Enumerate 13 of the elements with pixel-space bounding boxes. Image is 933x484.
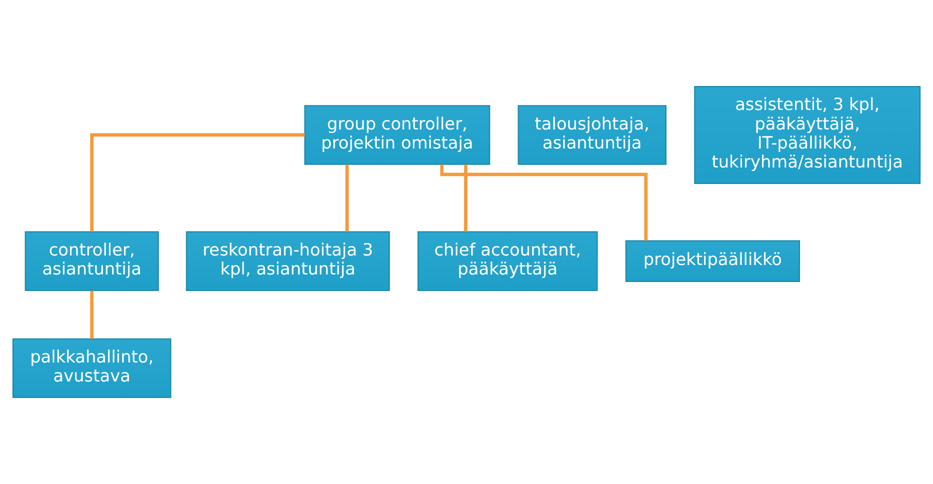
- node-box: assistentit, 3 kpl, pääkäyttäjä, IT-päällikkö, tukiryhmä/asiantuntija: [694, 86, 921, 184]
- connector: [345, 164, 349, 232]
- connector: [464, 164, 468, 232]
- node-box: group controller, projektin omistaja: [304, 105, 490, 165]
- node-box: controller, asiantuntija: [24, 231, 159, 292]
- node-box: talousjohtaja, asiantuntija: [518, 105, 666, 165]
- connector: [90, 290, 94, 339]
- node-box: chief accountant, pääkäyttäjä: [417, 231, 598, 292]
- node-box: reskontran-hoitaja 3 kpl, asiantuntija: [186, 231, 390, 292]
- connector: [90, 133, 305, 232]
- connector: [440, 164, 648, 241]
- node-box: palkkahallinto, avustava: [12, 338, 172, 398]
- node-box: projektipäällikkö: [625, 240, 800, 282]
